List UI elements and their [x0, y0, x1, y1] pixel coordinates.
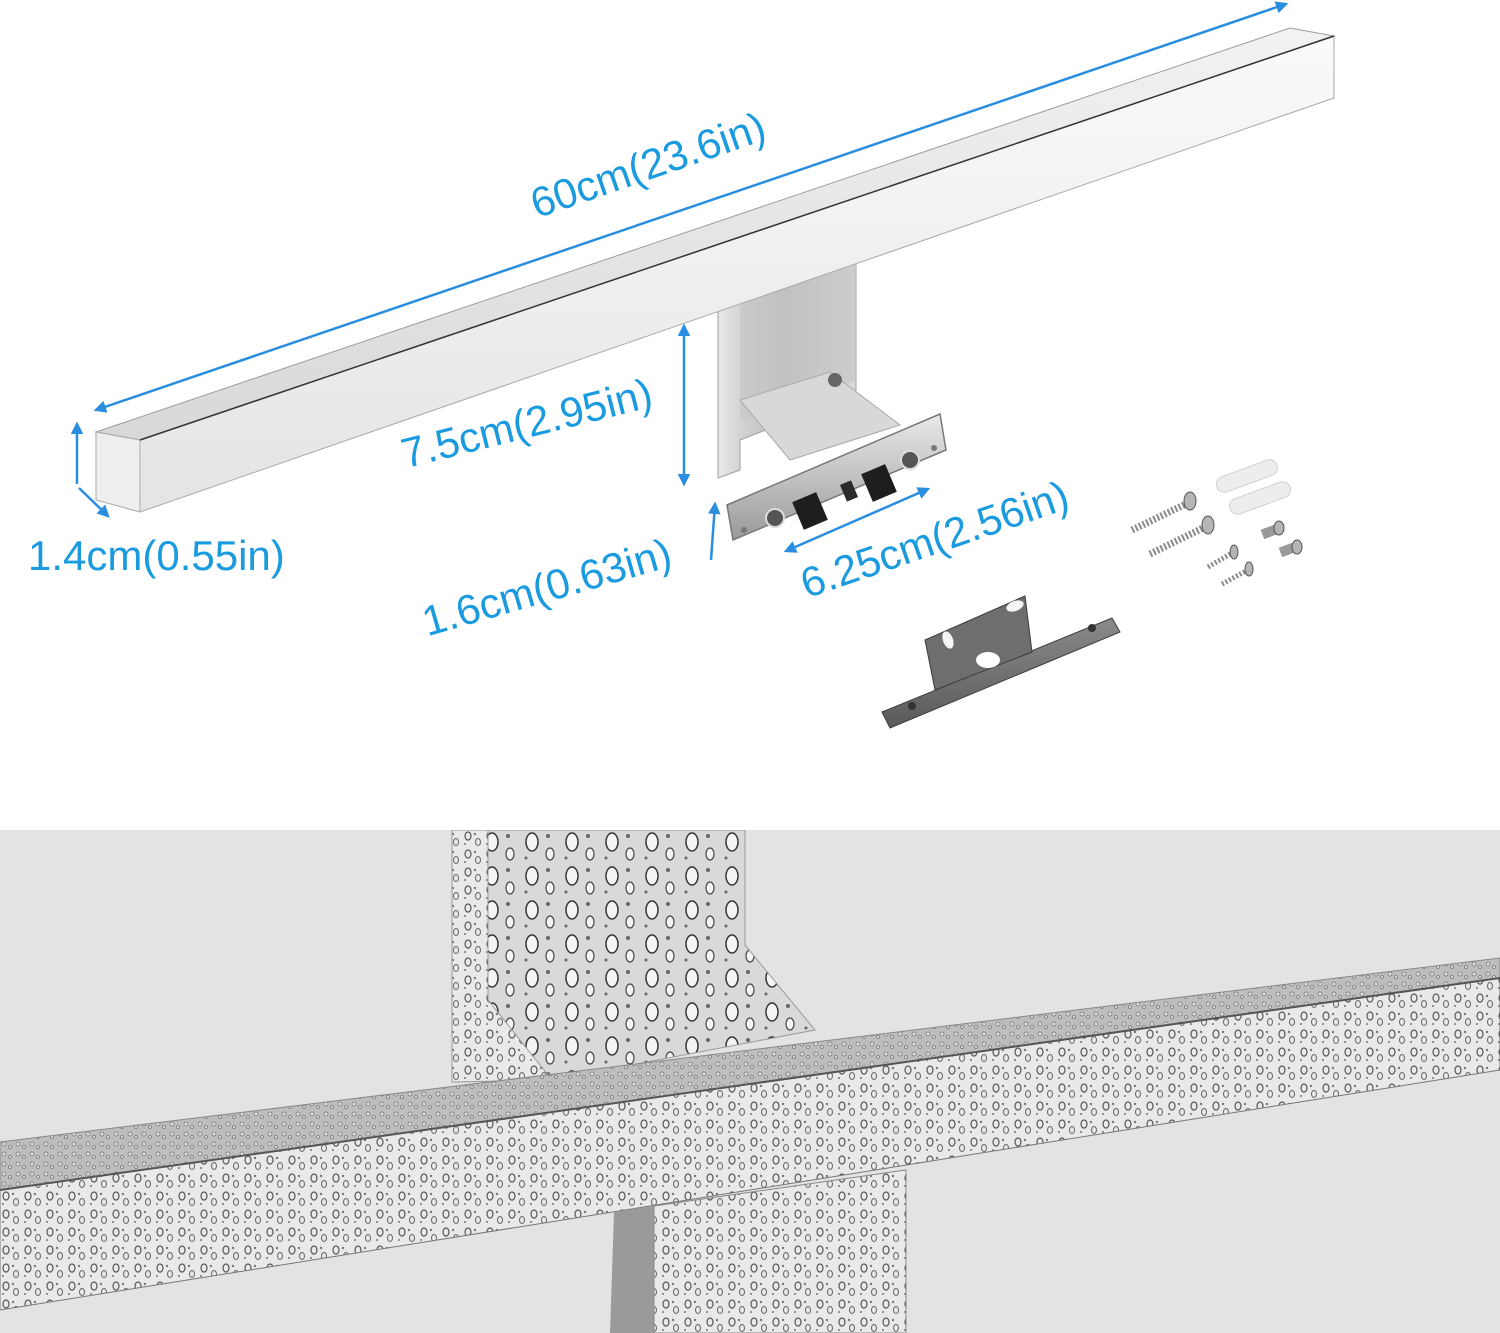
hardware-kit — [1130, 459, 1303, 587]
short-screw — [1206, 544, 1239, 570]
wet-bar-closeup — [0, 957, 1500, 1333]
closeup-drawing — [0, 830, 1500, 1333]
dimension-diagram-panel: 60cm(23.6in) 7.5cm(2.95in) 1.4cm(0.55in)… — [28, 1, 1336, 729]
wall-bracket — [881, 595, 1121, 729]
dimension-arrows — [70, 1, 1289, 561]
machine-screw — [1278, 539, 1303, 558]
short-screw — [1220, 561, 1254, 587]
wall-anchor — [1215, 459, 1279, 493]
product-drawing — [70, 1, 1336, 729]
wet-bracket-closeup — [451, 830, 816, 1083]
long-screw — [1130, 491, 1197, 534]
length-arrow — [93, 1, 1289, 413]
machine-screw — [1260, 520, 1285, 540]
bracket-width-arrow — [783, 487, 931, 553]
wall-anchor — [1228, 481, 1292, 515]
width-diagonal-arrow — [78, 487, 110, 518]
light-bar — [94, 27, 1336, 513]
long-screw — [1148, 515, 1215, 558]
width-dimension-label: 1.4cm(0.55in) — [28, 532, 285, 579]
bracket-thickness-arrow — [708, 501, 721, 561]
waterproof-closeup-panel — [0, 830, 1500, 1333]
